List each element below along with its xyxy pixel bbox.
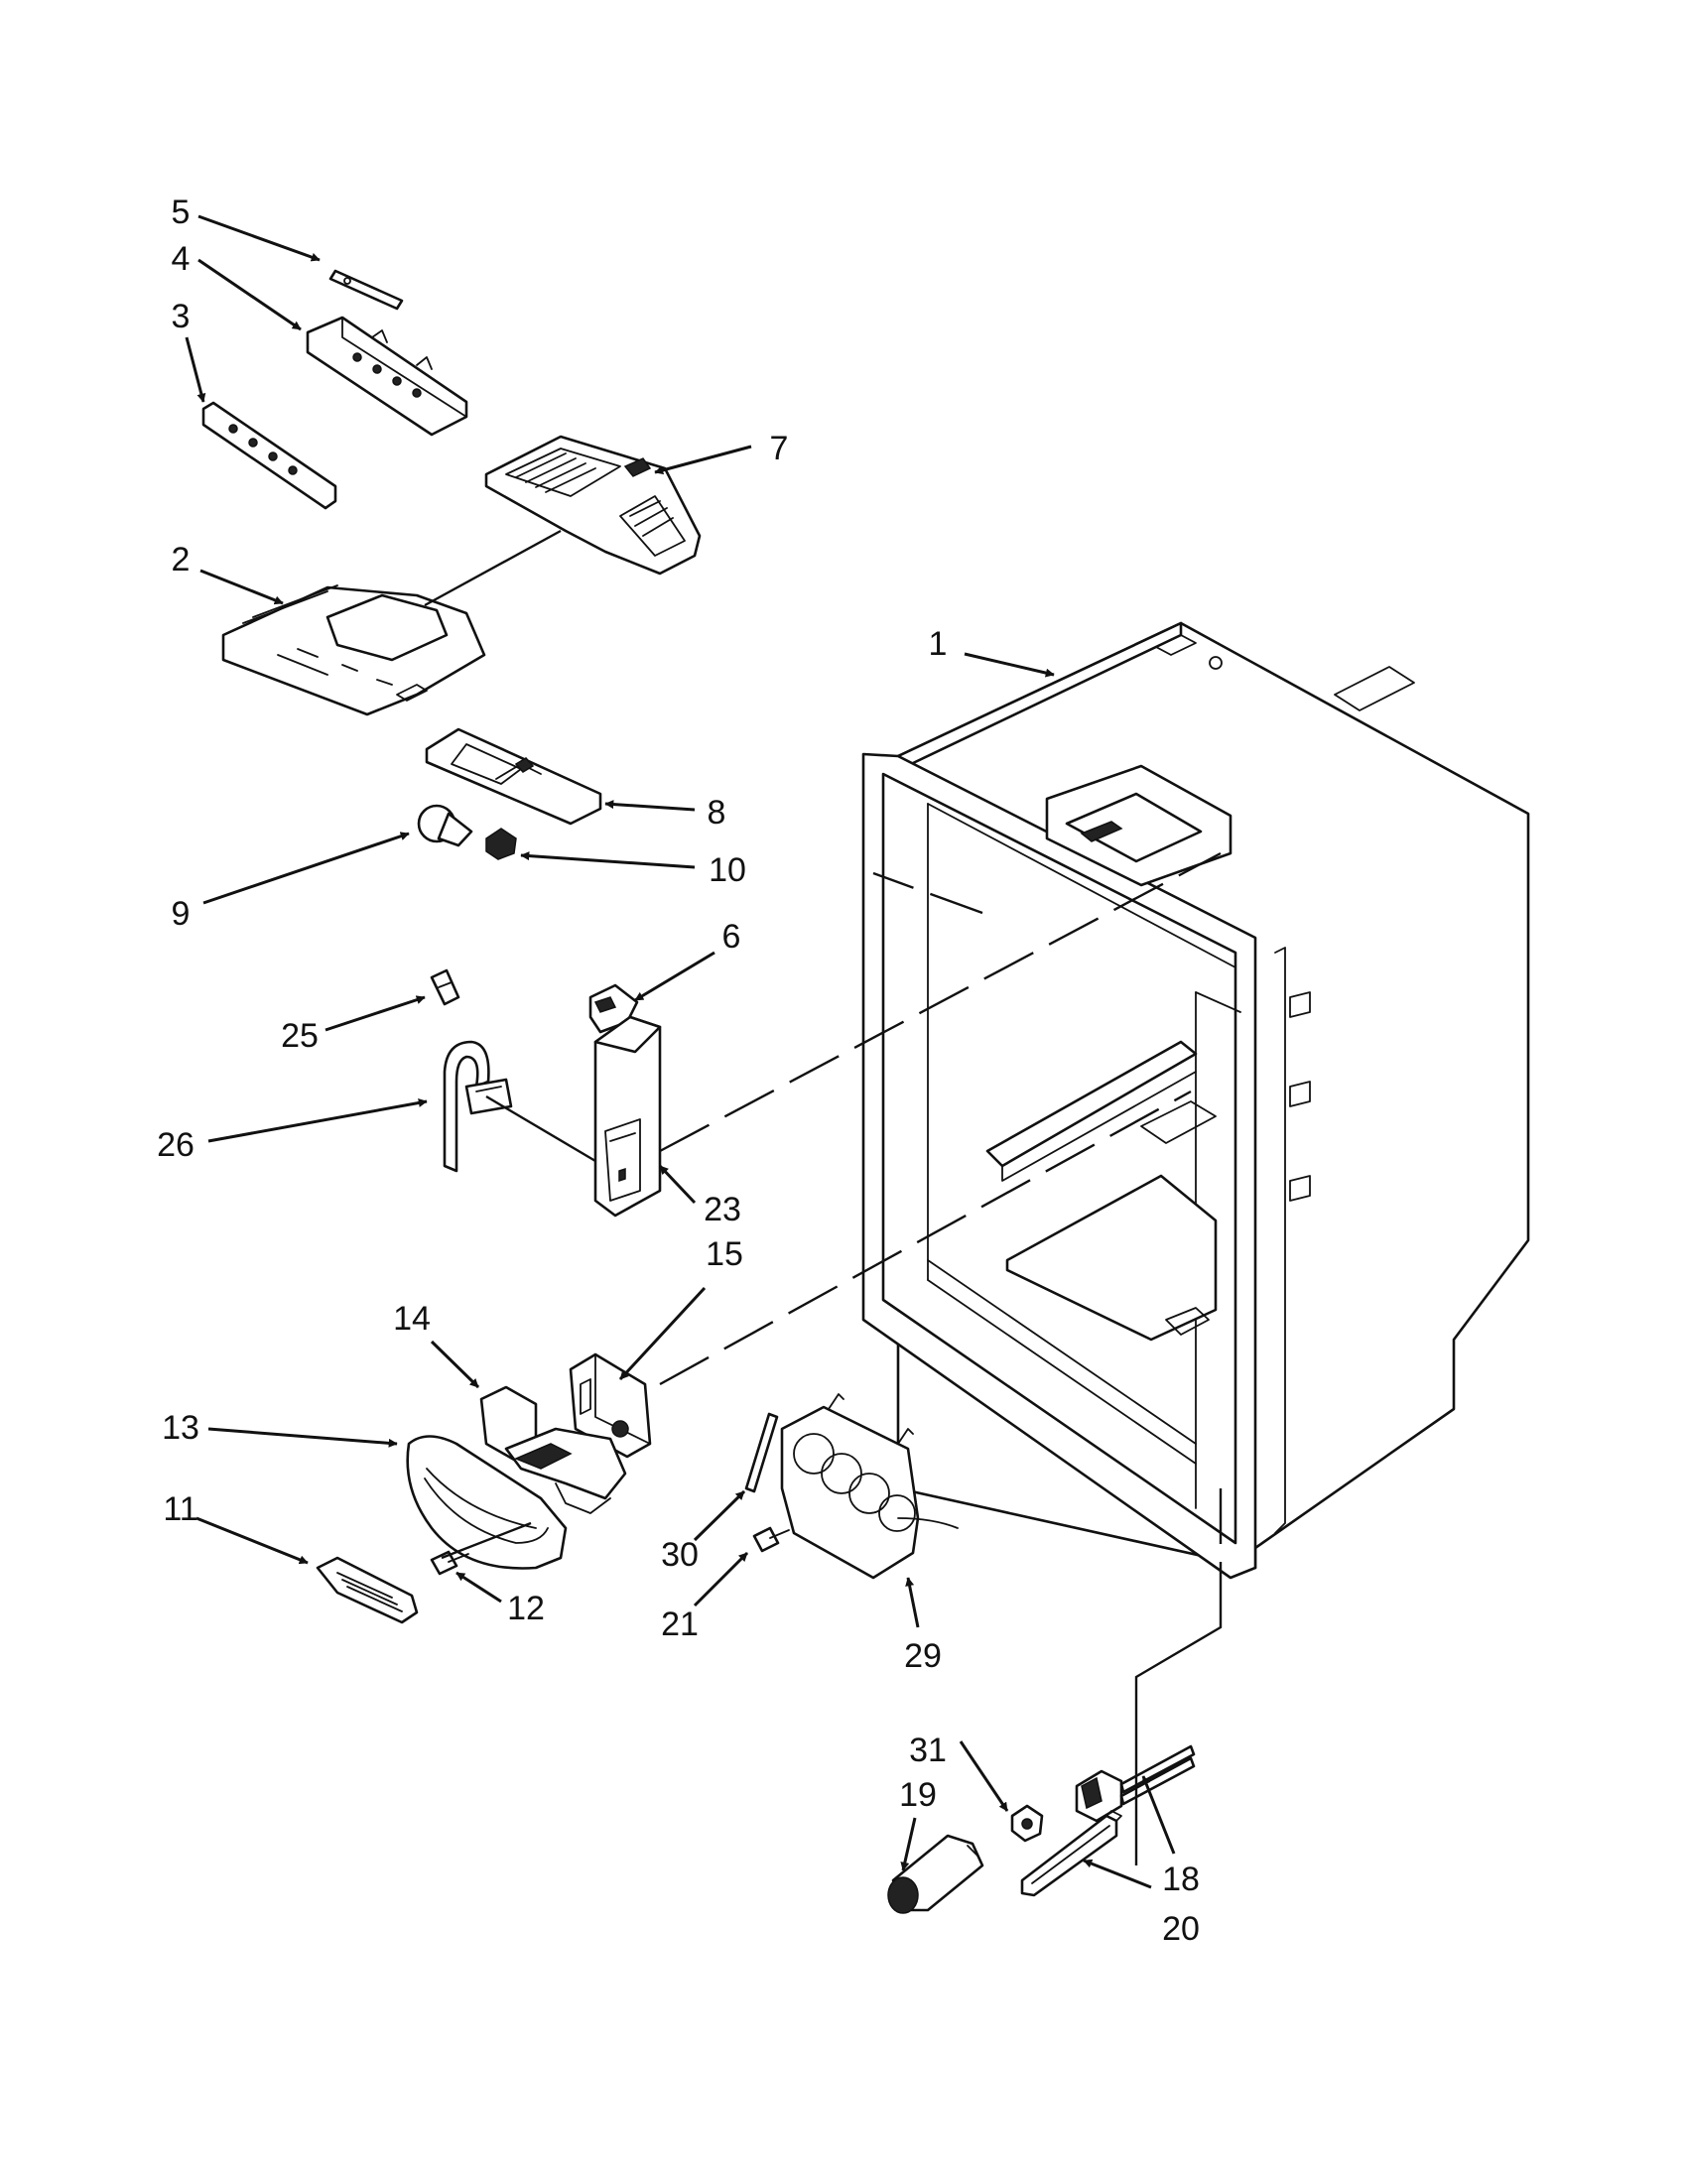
callout-4: 4 — [172, 240, 191, 278]
leader-lines — [185, 214, 1176, 1889]
part-14-dispenser-lever — [479, 1385, 627, 1514]
part-7-top-cover — [484, 435, 702, 576]
callout-30: 30 — [661, 1536, 699, 1574]
callout-29: 29 — [904, 1637, 942, 1675]
part-30-rod — [744, 1412, 779, 1493]
callout-2: 2 — [172, 541, 191, 578]
part-19-water-filter — [887, 1834, 984, 1914]
callout-23: 23 — [704, 1191, 741, 1228]
part-29-manifold — [780, 1393, 959, 1580]
part-13-trim-bezel — [406, 1435, 568, 1570]
callout-labels: 1 2 3 4 5 6 7 8 9 10 11 12 13 14 15 18 1… — [157, 193, 1200, 1948]
part-5-pin — [328, 269, 404, 311]
callout-5: 5 — [172, 193, 191, 231]
callout-1: 1 — [929, 625, 948, 663]
callout-8: 8 — [708, 794, 726, 832]
callout-12: 12 — [507, 1590, 545, 1627]
callout-18: 18 — [1162, 1861, 1200, 1898]
callout-7: 7 — [770, 430, 789, 467]
part-11-drip-tray — [316, 1556, 419, 1624]
part-23-dispenser-housing — [593, 1015, 662, 1218]
part-8-light-housing — [425, 727, 602, 826]
callout-15: 15 — [706, 1235, 743, 1273]
callout-13: 13 — [162, 1409, 199, 1447]
part-25-clip — [430, 968, 460, 1006]
callout-10: 10 — [709, 851, 746, 889]
routing-lines — [424, 529, 1223, 1865]
callout-31: 31 — [909, 1732, 947, 1769]
callout-3: 3 — [172, 298, 191, 335]
callout-19: 19 — [899, 1776, 937, 1814]
callout-9: 9 — [172, 895, 191, 933]
part-2-control-housing — [221, 584, 486, 716]
callout-20: 20 — [1162, 1910, 1200, 1948]
callout-21: 21 — [661, 1606, 699, 1643]
part-1-liner — [861, 621, 1530, 1580]
part-15-valve — [569, 1352, 652, 1459]
callout-11: 11 — [163, 1490, 197, 1528]
part-3-button-strip — [201, 401, 337, 510]
callout-14: 14 — [393, 1300, 431, 1338]
part-18-filter-head — [1075, 1744, 1196, 1823]
part-10-socket — [485, 828, 517, 860]
callout-6: 6 — [722, 918, 741, 956]
callout-26: 26 — [157, 1126, 195, 1164]
part-9-bulb — [417, 804, 473, 847]
callout-25: 25 — [281, 1017, 319, 1055]
part-12-screw — [430, 1550, 469, 1576]
part-31-retainer — [1010, 1804, 1044, 1843]
part-21-screw — [752, 1526, 790, 1553]
part-4-bracket — [306, 316, 468, 437]
part-20-bracket — [1020, 1810, 1122, 1897]
